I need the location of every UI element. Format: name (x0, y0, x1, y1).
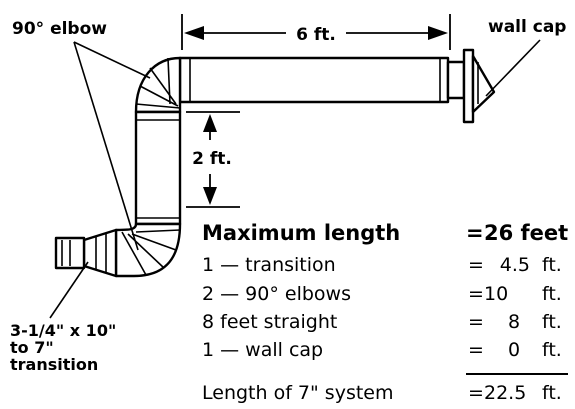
table-row: 1 — wall cap = 0 ft. (202, 339, 562, 361)
svg-text:=: = (468, 283, 484, 305)
svg-text:10: 10 (484, 283, 508, 305)
svg-text:ft.: ft. (542, 382, 562, 404)
table-row: 1 — transition = 4.5 ft. (202, 254, 562, 276)
table-row: 2 — 90° elbows = 10 ft. (202, 283, 562, 305)
svg-text:22.5: 22.5 (484, 382, 526, 404)
top-elbow (134, 56, 182, 114)
table-header-eq: = (466, 221, 484, 245)
leader-wall-cap (485, 39, 541, 97)
label-2ft: 2 ft. (192, 149, 232, 169)
table-header-value: 26 feet (484, 221, 568, 245)
transition-duct (54, 228, 118, 278)
svg-text:ft.: ft. (542, 254, 562, 276)
label-transition-line1: 3-1/4" x 10" (10, 321, 116, 340)
table-header-name: Maximum length (202, 221, 400, 245)
label-transition-line3: transition (10, 355, 98, 374)
bottom-elbow (114, 222, 182, 278)
svg-text:1 — wall cap: 1 — wall cap (202, 339, 323, 361)
svg-text:8: 8 (508, 311, 520, 333)
length-table: Maximum length = 26 feet 1 — transition … (202, 221, 568, 404)
svg-text:ft.: ft. (542, 311, 562, 333)
svg-text:=: = (468, 254, 484, 276)
label-wall-cap: wall cap (488, 17, 566, 37)
svg-text:1 — transition: 1 — transition (202, 254, 336, 276)
label-6ft: 6 ft. (296, 25, 336, 45)
svg-text:2 — 90° elbows: 2 — 90° elbows (202, 283, 351, 305)
svg-text:=: = (468, 382, 484, 404)
leader-elbow-bottom (73, 41, 139, 251)
svg-text:ft.: ft. (542, 339, 562, 361)
svg-text:ft.: ft. (542, 283, 562, 305)
label-elbow: 90° elbow (12, 19, 107, 39)
leader-elbow-top (73, 41, 151, 79)
svg-text:4.5: 4.5 (500, 254, 530, 276)
svg-text:=: = (468, 311, 484, 333)
svg-text:0: 0 (508, 339, 520, 361)
wall-cap (446, 48, 496, 124)
vertical-duct (134, 110, 182, 226)
svg-text:8 feet straight: 8 feet straight (202, 311, 337, 333)
leader-transition (49, 261, 89, 319)
svg-text:=: = (468, 339, 484, 361)
dimension-2ft (186, 111, 240, 208)
table-row: 8 feet straight = 8 ft. (202, 311, 562, 333)
horizontal-duct (178, 56, 450, 104)
dimension-6ft (181, 14, 451, 50)
svg-text:Length of 7" system: Length of 7" system (202, 382, 393, 404)
label-transition-line2: to 7" (10, 338, 54, 357)
table-total-row: Length of 7" system = 22.5 ft. (202, 382, 562, 404)
